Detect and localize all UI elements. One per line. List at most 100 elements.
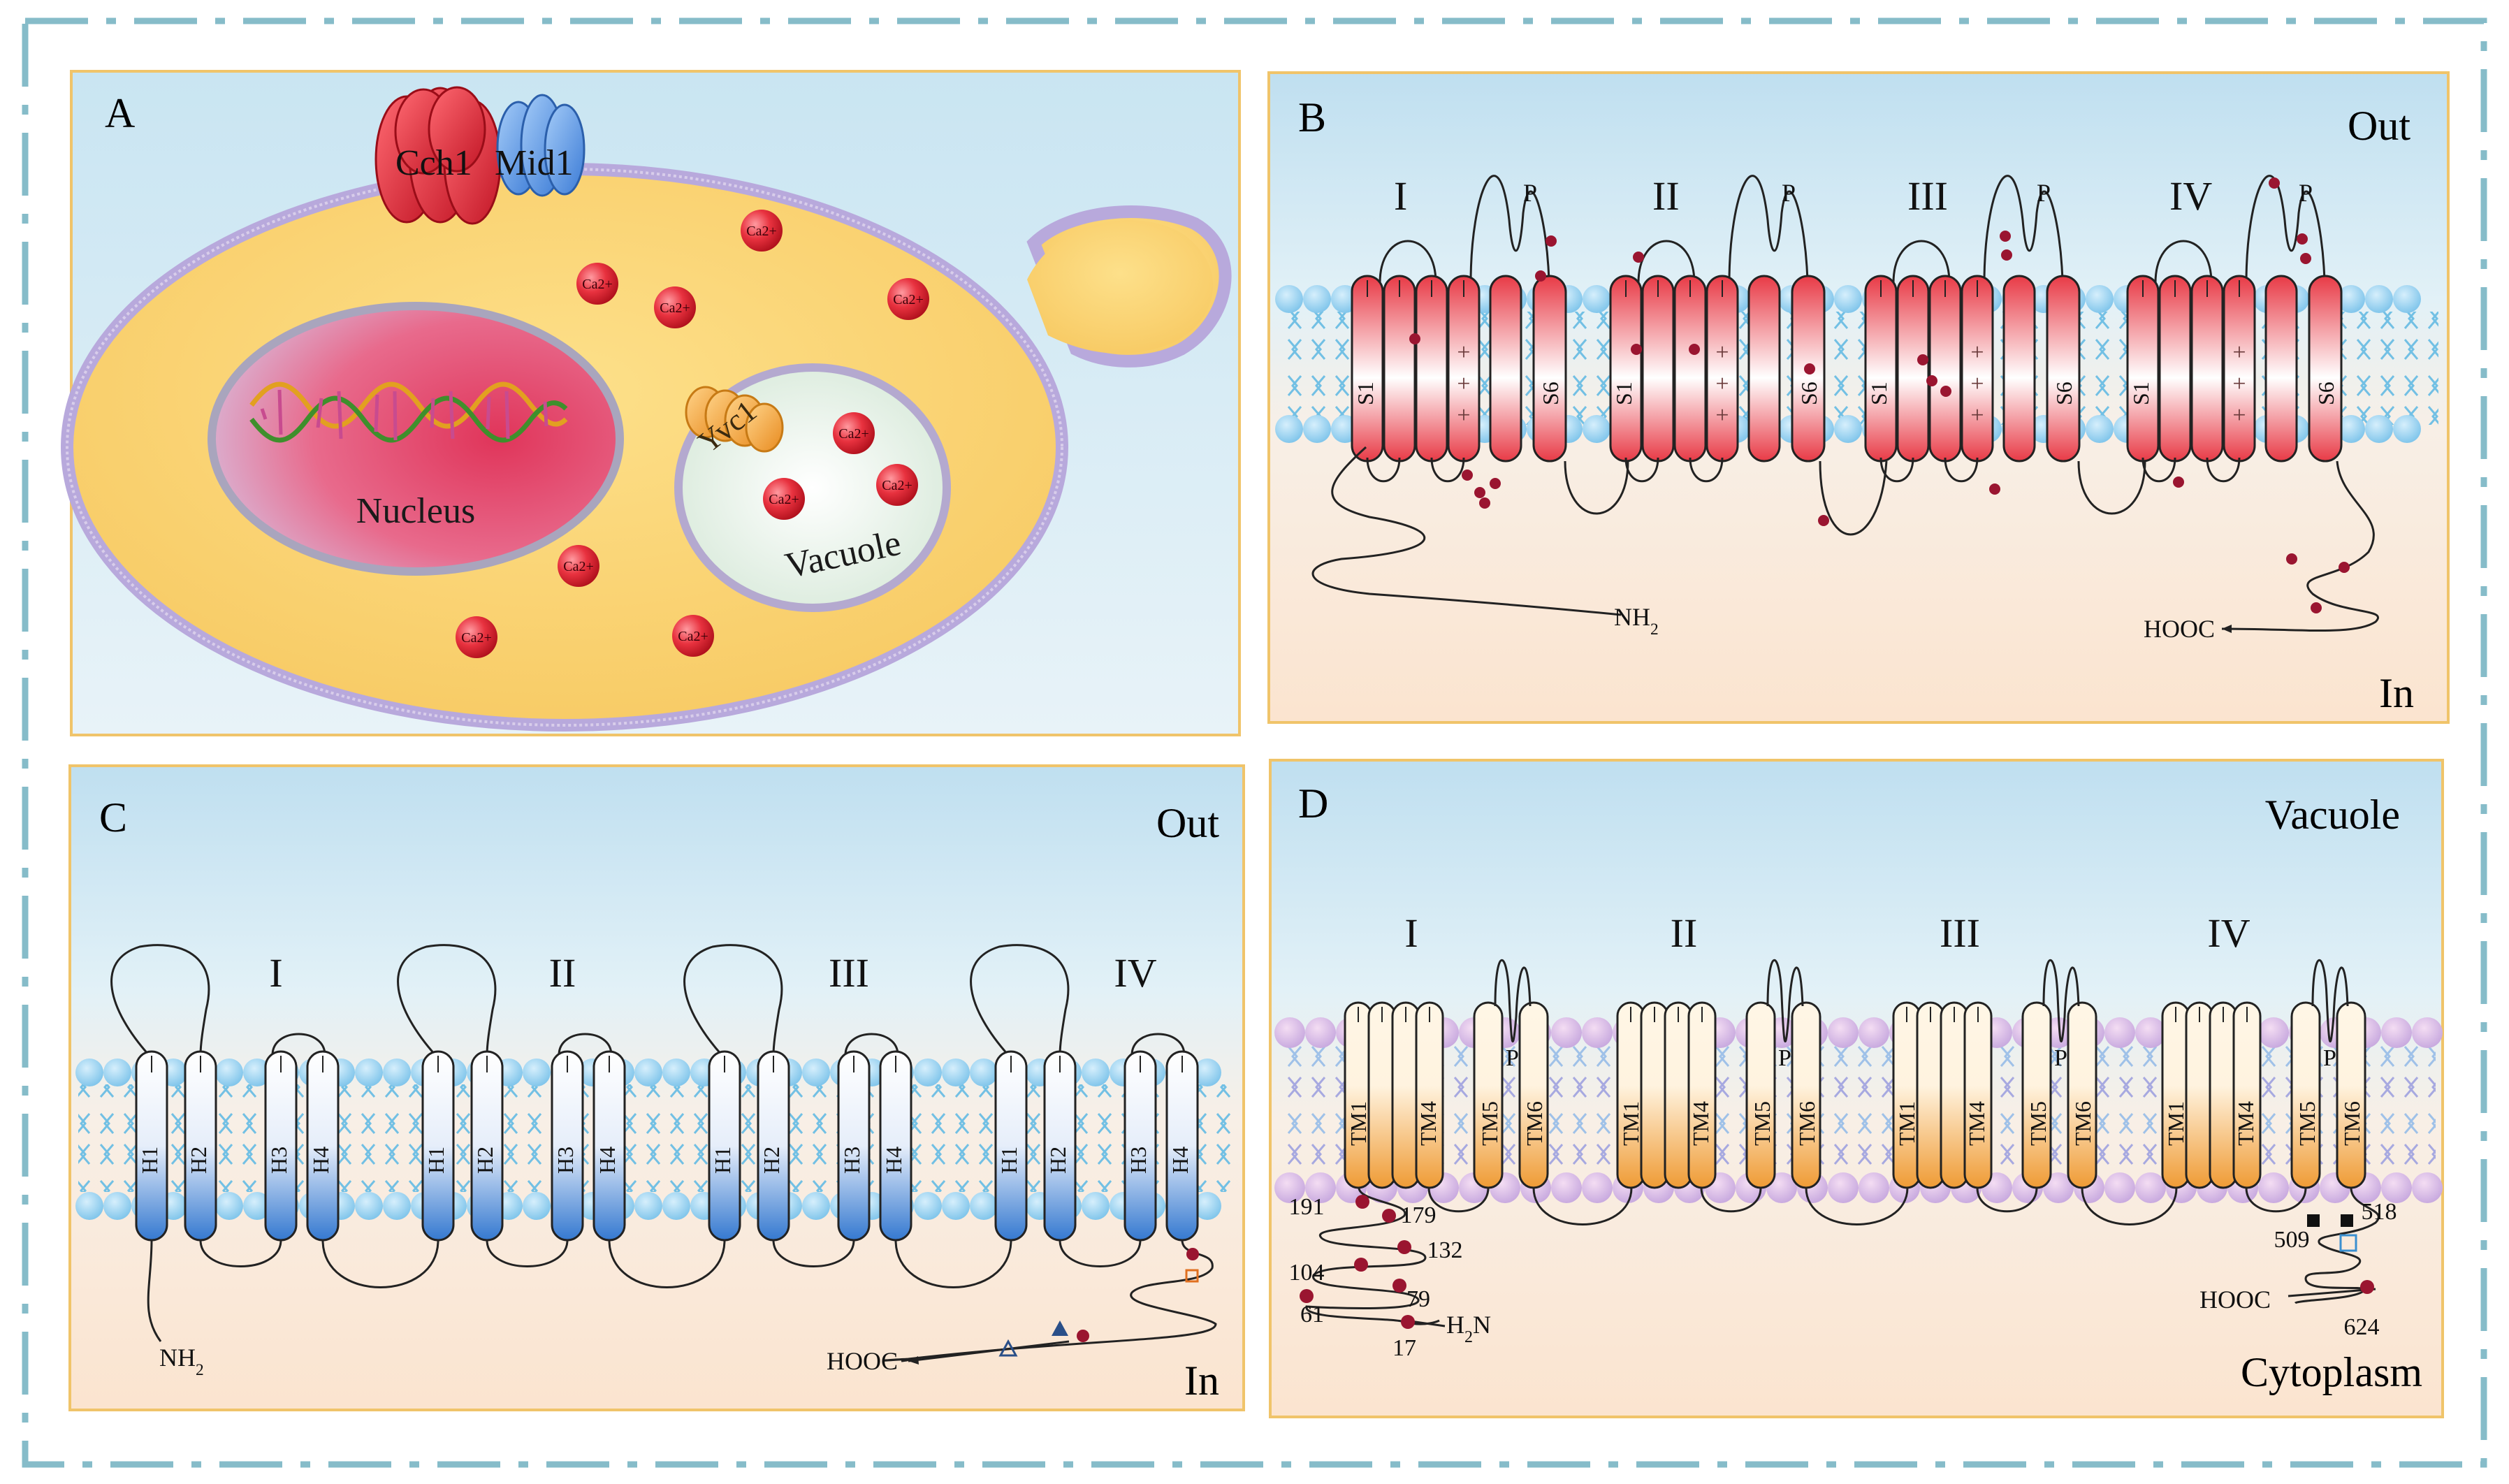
transmembrane-helix-s6: [2046, 275, 2081, 463]
c-terminus-label: HOOC: [827, 1347, 898, 1375]
calcium-ion-label: Ca2+: [563, 559, 594, 574]
calcium-ion-label: Ca2+: [582, 277, 613, 292]
lipid-head: [1274, 1017, 1305, 1048]
lipid-head: [1305, 1017, 1336, 1048]
domain-label: III: [829, 950, 869, 996]
interdomain-linker: [1805, 1187, 1909, 1225]
helix-label: TM4: [1688, 1101, 1713, 1146]
n-terminus-label: NH2: [1614, 603, 1659, 639]
pore-loop: [1469, 175, 1550, 284]
lipid-head: [1583, 415, 1610, 443]
transmembrane-helix-s5: [1747, 275, 1781, 463]
transmembrane-helix: [551, 1050, 584, 1242]
dna-helix-icon: [249, 381, 568, 443]
charge-plus-label: +: [1715, 340, 1729, 365]
lipid-head: [2086, 415, 2114, 443]
modification-site-dot: [1300, 1289, 1314, 1303]
transmembrane-helix-tm5: [2290, 1001, 2321, 1189]
n-terminal-tail: [1305, 1187, 1440, 1325]
calcium-ion: [672, 615, 714, 657]
transmembrane-helix-tm5: [2021, 1001, 2052, 1189]
arrowhead: [2222, 625, 2232, 633]
modification-site-square-open: [2339, 1234, 2357, 1252]
calcium-ion: [456, 616, 497, 658]
lipid-head: [1551, 1017, 1582, 1048]
cch1-label: Cch1: [395, 143, 472, 183]
transmembrane-helix: [184, 1050, 217, 1242]
interdomain-linker: [894, 1239, 1012, 1288]
lipid-head: [243, 1192, 271, 1220]
transmembrane-helix: [1367, 1001, 1397, 1189]
lipid-head: [802, 1059, 830, 1086]
residue-number-label: 61: [1300, 1302, 1324, 1327]
arrowhead: [908, 1356, 919, 1365]
lipid-head: [1834, 285, 1862, 313]
lipid-head: [2043, 1172, 2074, 1203]
calcium-ion: [833, 412, 875, 454]
pore-label: P: [1782, 179, 1796, 207]
lipid-head: [2086, 285, 2114, 313]
charge-plus-label: +: [2232, 371, 2246, 397]
helix-label: H3: [1126, 1147, 1151, 1174]
helix-label: H2: [1045, 1147, 1070, 1174]
calcium-ion-label: Ca2+: [461, 630, 492, 646]
transmembrane-helix: [879, 1050, 912, 1242]
domain-label: III: [1940, 910, 1980, 956]
helix-label: H2: [186, 1147, 211, 1174]
modification-site-dot: [1462, 470, 1473, 481]
nucleus: [208, 302, 624, 576]
panel-c-letter: C: [99, 794, 127, 841]
c-terminal-tail: [2221, 460, 2379, 632]
modification-site-dot: [1397, 1240, 1411, 1254]
segment-label-s1: S1: [2128, 381, 2153, 405]
domain-label: III: [1907, 173, 1948, 219]
modification-site-triangle: [1052, 1321, 1068, 1336]
modification-site-dot: [1382, 1209, 1396, 1223]
extracellular-loop: [397, 944, 497, 1056]
intracellular-loop: [1879, 457, 1979, 483]
pore-loop: [1766, 959, 1804, 1042]
helix-label: TM4: [1964, 1101, 1989, 1146]
lipid-head: [1551, 1172, 1582, 1203]
calcium-ion-label: Ca2+: [678, 629, 708, 644]
lipid-head: [1582, 1017, 1613, 1048]
modification-site-dot: [1490, 478, 1501, 489]
lipid-head: [523, 1059, 551, 1086]
segment-label-s1: S1: [1611, 381, 1636, 405]
transmembrane-helix: [2185, 1001, 2214, 1189]
panel-c-out-label: Out: [1156, 800, 1219, 846]
lipid-head: [2412, 1017, 2443, 1048]
transmembrane-helix: [1351, 275, 1384, 463]
intracellular-loop: [1059, 1239, 1142, 1267]
pore-label: P: [1778, 1045, 1791, 1071]
interdomain-linker: [321, 1239, 439, 1288]
transmembrane-helix-tm6: [2067, 1001, 2097, 1189]
calcium-ion-label: Ca2+: [893, 292, 924, 307]
lipid-head: [1859, 1017, 1889, 1048]
lipid-head: [75, 1059, 103, 1086]
transmembrane-helix: [2158, 275, 2192, 463]
c-terminal-tail: [882, 1239, 1217, 1362]
modification-site-dot: [1401, 1315, 1415, 1329]
modification-site-dot: [2297, 233, 2308, 245]
intracellular-loop: [199, 1239, 282, 1267]
modification-site-dot: [2173, 477, 2184, 488]
helix-label: TM6: [2070, 1101, 2095, 1146]
transmembrane-helix-s6: [2308, 275, 2343, 463]
modification-site-dot: [1354, 1258, 1368, 1272]
transmembrane-helix: [994, 1050, 1028, 1242]
pore-loop: [1728, 175, 1809, 284]
transmembrane-helix: [1664, 1001, 1693, 1189]
n-terminus-label: NH2: [159, 1344, 204, 1379]
extracellular-loop: [683, 944, 783, 1056]
helix-label: TM6: [1522, 1101, 1547, 1146]
lipid-head: [662, 1192, 690, 1220]
lipid-head: [634, 1192, 662, 1220]
lipid-head: [970, 1059, 998, 1086]
helix-label: H3: [839, 1147, 864, 1174]
lipid-head: [355, 1192, 383, 1220]
segment-label-s6: S6: [2051, 381, 2077, 405]
lipid-head: [1275, 285, 1303, 313]
transmembrane-helix: [708, 1050, 741, 1242]
